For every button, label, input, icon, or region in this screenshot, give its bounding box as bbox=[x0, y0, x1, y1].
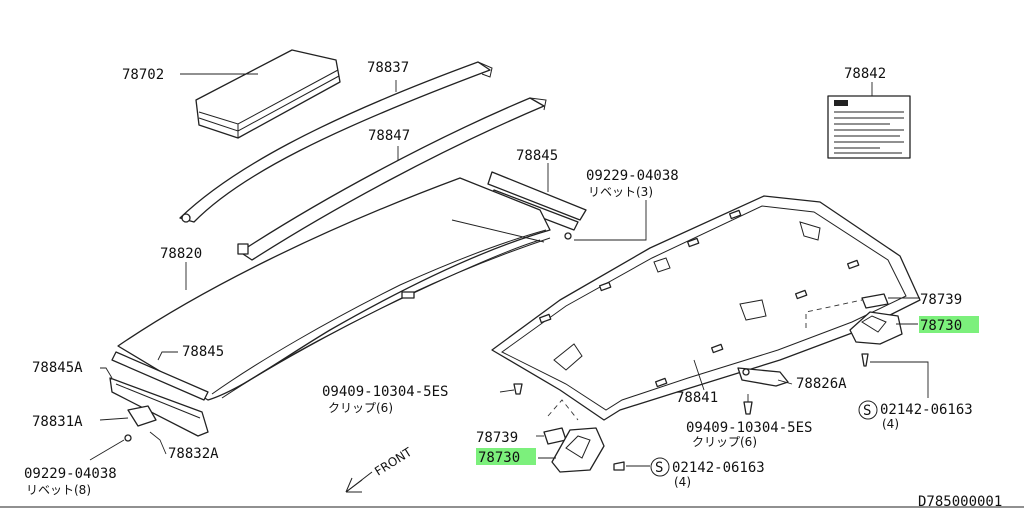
highlight-78730-right bbox=[919, 316, 979, 333]
leader-02142-right bbox=[870, 361, 929, 398]
s-marker-bottom-text: S bbox=[655, 460, 663, 476]
label-09229-top: 09229-04038 bbox=[586, 168, 679, 184]
leader-78845A bbox=[100, 367, 113, 379]
part-78730-bottom bbox=[551, 427, 605, 473]
part-78730-right bbox=[849, 311, 903, 345]
label-09229-top-qty: リベット(3) bbox=[588, 185, 653, 199]
label-02142-bottom: 02142-06163 bbox=[672, 460, 765, 476]
leader-78841 bbox=[693, 359, 705, 391]
label-78826A: 78826A bbox=[796, 376, 847, 392]
label-78845: 78845 bbox=[182, 344, 224, 360]
clip-right-icon bbox=[743, 401, 753, 415]
dashed-guide-right bbox=[805, 299, 863, 328]
leader-78832A bbox=[149, 431, 167, 455]
leader-09229-top bbox=[574, 200, 647, 241]
front-arrow-icon bbox=[345, 471, 373, 493]
label-78832A: 78832A bbox=[168, 446, 219, 462]
highlight-78730-bottom bbox=[476, 448, 536, 465]
label-09409-right: 09409-10304-5ES bbox=[686, 420, 812, 436]
leader-78826A bbox=[777, 379, 793, 385]
s-marker-right bbox=[858, 400, 878, 420]
screw-right-icon bbox=[861, 353, 869, 367]
part-78842-label-card bbox=[827, 95, 911, 159]
label-78739-right: 78739 bbox=[920, 292, 962, 308]
label-78730-bottom: 78730 bbox=[478, 450, 520, 466]
part-78845A-bracket bbox=[109, 377, 209, 437]
part-78847-strip bbox=[237, 97, 547, 261]
label-78820: 78820 bbox=[160, 246, 202, 262]
label-78837: 78837 bbox=[367, 60, 409, 76]
label-78702: 78702 bbox=[122, 67, 164, 83]
part-78837-strip bbox=[179, 61, 493, 223]
leader-78845 bbox=[157, 351, 178, 361]
s-marker-bottom bbox=[650, 457, 670, 477]
diagram-id: D785000001 bbox=[918, 494, 1002, 510]
part-78831A bbox=[127, 405, 157, 427]
label-78739-bottom: 78739 bbox=[476, 430, 518, 446]
label-78841: 78841 bbox=[676, 390, 718, 406]
part-78826A-bracket bbox=[737, 367, 789, 387]
label-02142-bottom-qty: (4) bbox=[674, 475, 691, 489]
label-02142-right-qty: (4) bbox=[882, 417, 899, 431]
leader-78831A bbox=[99, 417, 129, 421]
label-78847: 78847 bbox=[368, 128, 410, 144]
s-marker-right-text: S bbox=[863, 403, 871, 419]
part-78739-right bbox=[861, 293, 889, 309]
rivet-bottom-icon bbox=[124, 434, 132, 442]
label-02142-right: 02142-06163 bbox=[880, 402, 973, 418]
screw-bottom-icon bbox=[613, 461, 625, 471]
clip-left-icon bbox=[513, 383, 523, 395]
label-09409-right-qty: クリップ(6) bbox=[692, 435, 757, 449]
label-78842: 78842 bbox=[844, 66, 886, 82]
label-09229-bot: 09229-04038 bbox=[24, 466, 117, 482]
label-09229-bot-qty: リベット(8) bbox=[26, 483, 91, 497]
rivet-top-icon bbox=[564, 232, 572, 240]
label-78831A: 78831A bbox=[32, 414, 83, 430]
part-78841-headliner bbox=[491, 195, 921, 421]
label-78845A: 78845A bbox=[32, 360, 83, 376]
label-09409-left-qty: クリップ(6) bbox=[328, 401, 393, 415]
dashed-guide-bottom bbox=[547, 399, 579, 421]
part-78702-pad bbox=[195, 49, 341, 139]
part-78739-bottom bbox=[543, 427, 567, 445]
part-78820-headliner bbox=[117, 177, 551, 401]
part-78845-lower bbox=[111, 351, 209, 401]
leader-09409-left bbox=[499, 389, 515, 393]
label-78730-right: 78730 bbox=[920, 318, 962, 334]
label-front: FRONT bbox=[372, 445, 415, 479]
leader-09229-bot bbox=[89, 439, 125, 461]
label-78845-top: 78845 bbox=[516, 148, 558, 164]
label-09409-left: 09409-10304-5ES bbox=[322, 384, 448, 400]
